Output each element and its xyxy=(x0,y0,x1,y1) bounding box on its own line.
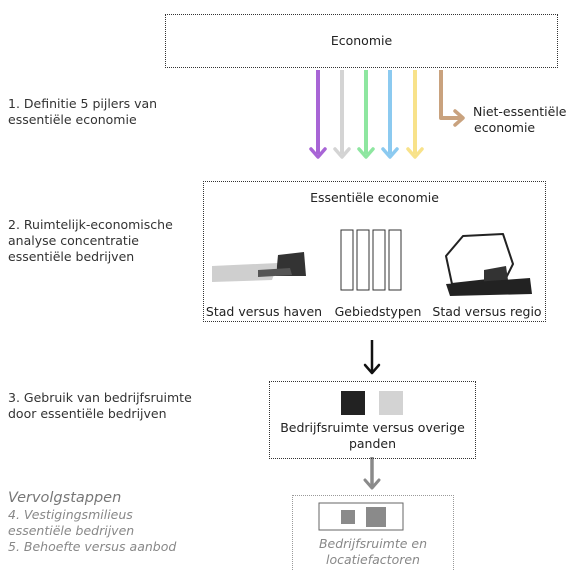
step3-line1: 3. Gebruik van bedrijfsruimte xyxy=(8,390,192,405)
next-steps-line2: essentiële bedrijven xyxy=(8,523,135,538)
step2-text: 2. Ruimtelijk-economische analyse concen… xyxy=(8,217,173,265)
pillar-arrow-head-1 xyxy=(309,147,327,159)
step3-text: 3. Gebruik van bedrijfsruimte door essen… xyxy=(8,390,192,422)
caption-area-types: Gebiedstypen xyxy=(334,304,422,319)
non-essential-line2: economie xyxy=(474,120,536,135)
box3-text: Bedrijfsruimte versus overige panden xyxy=(270,420,475,452)
location-factors-box: Bedrijfsruimte en locatiefactoren xyxy=(292,495,454,570)
economie-box: Economie xyxy=(165,14,558,68)
step2-line2: analyse concentratie xyxy=(8,233,139,248)
step1-line2: essentiële economie xyxy=(8,112,137,127)
step3-line2: door essentiële bedrijven xyxy=(8,406,167,421)
pillar-arrow-head-2 xyxy=(333,147,351,159)
box4-inner-panel xyxy=(318,502,404,531)
pillar-arrows xyxy=(309,70,424,159)
essential-economy-box: Essentiële economie Stad versus haven Ge… xyxy=(203,181,546,322)
caption-city-region: Stad versus regio xyxy=(432,304,542,319)
location-square-large xyxy=(366,507,386,527)
next-steps: Vervolgstappen 4. Vestigingsmilieus esse… xyxy=(8,489,176,555)
step2-line3: essentiële bedrijven xyxy=(8,249,135,264)
next-steps-title: Vervolgstappen xyxy=(8,490,122,506)
arrow-to-step3-head xyxy=(363,363,381,375)
city-vs-port-icon xyxy=(212,252,306,282)
location-square-small xyxy=(341,510,355,524)
other-buildings-square xyxy=(379,391,403,415)
side-arrow-head xyxy=(453,109,465,127)
pillar-arrow-head-3 xyxy=(357,147,375,159)
box3-line2: panden xyxy=(348,436,397,451)
step1-text: 1. Definitie 5 pijlers van essentiële ec… xyxy=(8,96,157,128)
essential-economy-title: Essentiële economie xyxy=(310,190,439,205)
city-vs-region-icon xyxy=(445,233,532,296)
economie-label: Economie xyxy=(330,33,393,48)
non-essential-label: Niet-essentiële economie xyxy=(473,104,566,136)
pillar-arrow-head-5 xyxy=(406,147,424,159)
box4-line2: locatiefactoren xyxy=(326,552,420,567)
arrow-to-next-head xyxy=(363,478,381,490)
business-space-square xyxy=(341,391,365,415)
step1-line1: 1. Definitie 5 pijlers van xyxy=(8,96,158,111)
caption-city-port: Stad versus haven xyxy=(205,304,323,319)
non-essential-line1: Niet-essentiële xyxy=(473,104,567,119)
box4-text: Bedrijfsruimte en locatiefactoren xyxy=(293,536,453,568)
side-arrow xyxy=(439,70,461,120)
next-steps-line3: 5. Behoefte versus aanbod xyxy=(8,539,177,554)
next-steps-line1: 4. Vestigingsmilieus xyxy=(8,507,133,522)
business-space-box: Bedrijfsruimte versus overige panden xyxy=(269,381,476,459)
step2-line1: 2. Ruimtelijk-economische xyxy=(8,217,173,232)
area-types-icon xyxy=(340,229,402,291)
box3-line1: Bedrijfsruimte versus overige xyxy=(280,420,465,435)
box4-line1: Bedrijfsruimte en xyxy=(318,536,428,551)
pillar-arrow-head-4 xyxy=(381,147,399,159)
